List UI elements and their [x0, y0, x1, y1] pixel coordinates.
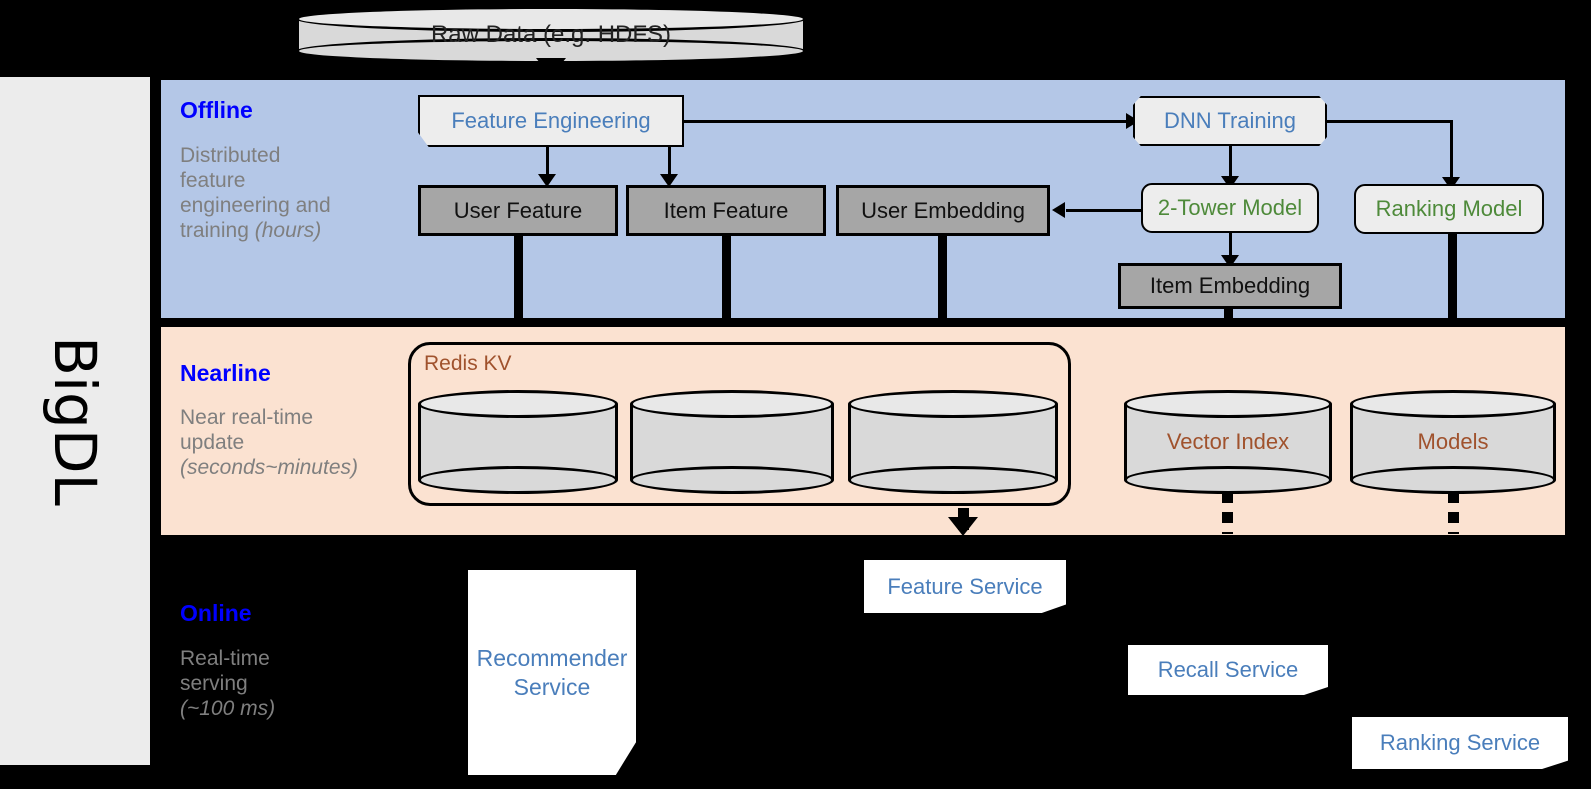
redis-kv-label: Redis KV — [424, 352, 512, 375]
cylinder-bottom — [630, 466, 834, 494]
band-nearline-sub-l1: Near real-time — [180, 406, 314, 429]
note-recommender-service-text: Recommender Service — [477, 644, 628, 702]
store-cylinder-item-feature[interactable] — [630, 390, 834, 494]
cylinder-top — [296, 6, 806, 32]
node-feature-engineering[interactable]: Feature Engineering — [418, 95, 684, 147]
note-recommender-service-l1: Recommender — [476, 644, 628, 671]
note-feature-service[interactable]: Feature Service — [864, 560, 1066, 613]
node-dnn-training[interactable]: DNN Training — [1133, 96, 1327, 146]
arrow-twotower-to-userembedding-head — [1052, 202, 1065, 218]
node-item-embedding-label: Item Embedding — [1149, 273, 1311, 299]
arrow-rawdata-to-fe-head — [536, 58, 566, 77]
dashed-models-to-rankingservice — [1448, 492, 1459, 534]
band-nearline-title: Nearline — [180, 360, 271, 386]
cylinder-top — [418, 390, 618, 418]
band-offline-sub-l2: feature — [180, 169, 246, 192]
cylinder-top — [1350, 390, 1556, 418]
arrow-dnn-to-ranking-v — [1450, 120, 1453, 180]
note-recommender-service[interactable]: Recommender Service — [468, 570, 636, 775]
dashed-vectorindex-to-recallservice — [1222, 492, 1233, 534]
arrow-fe-to-itemfeature-head — [660, 174, 678, 187]
pipe-userembedding-line — [938, 236, 947, 384]
band-nearline-sub-l2: update — [180, 431, 245, 454]
band-online-sub-l1: Real-time — [180, 647, 270, 670]
note-recommender-service-l2: Service — [513, 673, 591, 700]
pipe-userfeature-line — [514, 236, 523, 384]
raw-data-label: Raw Data (e.g. HDFS) — [430, 21, 672, 48]
cylinder-bottom — [1350, 466, 1556, 494]
node-item-embedding[interactable]: Item Embedding — [1118, 263, 1342, 309]
raw-data-cylinder: Raw Data (e.g. HDFS) — [296, 6, 806, 64]
arrow-dnn-to-twotower-line — [1229, 146, 1232, 179]
arrow-fe-to-itemfeature-line — [668, 147, 671, 177]
pipe-itemfeature-line — [722, 236, 731, 384]
cylinder-top — [1124, 390, 1332, 418]
band-offline-sub-l1: Distributed — [180, 144, 281, 167]
band-online-sub-l2: serving — [180, 672, 248, 695]
band-offline-sub-l3: engineering and — [180, 194, 331, 217]
arrow-fe-to-userfeature-line — [546, 147, 549, 177]
cylinder-bottom — [1124, 466, 1332, 494]
store-cylinder-user-feature[interactable] — [418, 390, 618, 494]
arrow-twotower-to-itemembedding-line — [1229, 233, 1232, 259]
band-nearline-sub-italic: (seconds~minutes) — [180, 456, 358, 479]
node-user-feature[interactable]: User Feature — [418, 185, 618, 236]
node-ranking-model[interactable]: Ranking Model — [1354, 184, 1544, 234]
node-ranking-model-label: Ranking Model — [1375, 196, 1523, 222]
cylinder-top — [848, 390, 1058, 418]
bigdl-brand-text: BigDL — [41, 336, 110, 506]
band-offline-sub-italic: (hours) — [254, 219, 322, 242]
cylinder-top — [630, 390, 834, 418]
arrow-dnn-to-ranking-h — [1327, 120, 1452, 123]
bigdl-sidebar: BigDL — [0, 77, 150, 765]
node-item-feature[interactable]: Item Feature — [626, 185, 826, 236]
band-offline-title: Offline — [180, 97, 253, 123]
note-recall-service-label: Recall Service — [1157, 657, 1299, 683]
arrow-fe-to-dnn-line — [684, 120, 1128, 123]
band-nearline-subtitle: Near real-time update (seconds~minutes) — [180, 405, 410, 480]
node-user-embedding[interactable]: User Embedding — [836, 185, 1050, 236]
arrow-twotower-to-userembedding-line — [1066, 209, 1142, 212]
node-feature-engineering-label: Feature Engineering — [451, 108, 651, 134]
band-online-subtitle: Real-time serving (~100 ms) — [180, 646, 380, 721]
arrow-featurestore-to-featureservice-head — [948, 517, 978, 536]
arrow-fe-to-userfeature-head — [538, 174, 556, 187]
note-recall-service[interactable]: Recall Service — [1128, 645, 1328, 695]
band-online-sub-italic: (~100 ms) — [180, 697, 276, 720]
vector-index-label: Vector Index — [1166, 429, 1290, 454]
node-user-embedding-label: User Embedding — [861, 197, 1025, 223]
store-cylinder-user-embedding[interactable] — [848, 390, 1058, 494]
vector-index-cylinder[interactable]: Vector Index — [1124, 390, 1332, 494]
redis-kv-container — [408, 342, 1071, 506]
node-user-feature-label: User Feature — [453, 197, 583, 223]
models-cylinder[interactable]: Models — [1350, 390, 1556, 494]
cylinder-bottom — [848, 466, 1058, 494]
bigdl-brand-label: BigDL — [0, 77, 150, 765]
note-feature-service-label: Feature Service — [887, 573, 1043, 599]
band-offline-sub-l4: training — [180, 219, 255, 242]
cylinder-bottom — [418, 466, 618, 494]
node-dnn-training-label: DNN Training — [1163, 108, 1297, 134]
node-2-tower-model-label: 2-Tower Model — [1157, 195, 1303, 221]
node-item-feature-label: Item Feature — [663, 197, 789, 223]
node-2-tower-model[interactable]: 2-Tower Model — [1141, 183, 1319, 233]
note-ranking-service[interactable]: Ranking Service — [1352, 717, 1568, 769]
band-offline-subtitle: Distributed feature engineering and trai… — [180, 143, 380, 243]
note-ranking-service-label: Ranking Service — [1379, 730, 1541, 756]
models-label: Models — [1417, 429, 1489, 454]
pipe-rankingmodel-line — [1448, 234, 1457, 384]
band-online-title: Online — [180, 600, 252, 626]
